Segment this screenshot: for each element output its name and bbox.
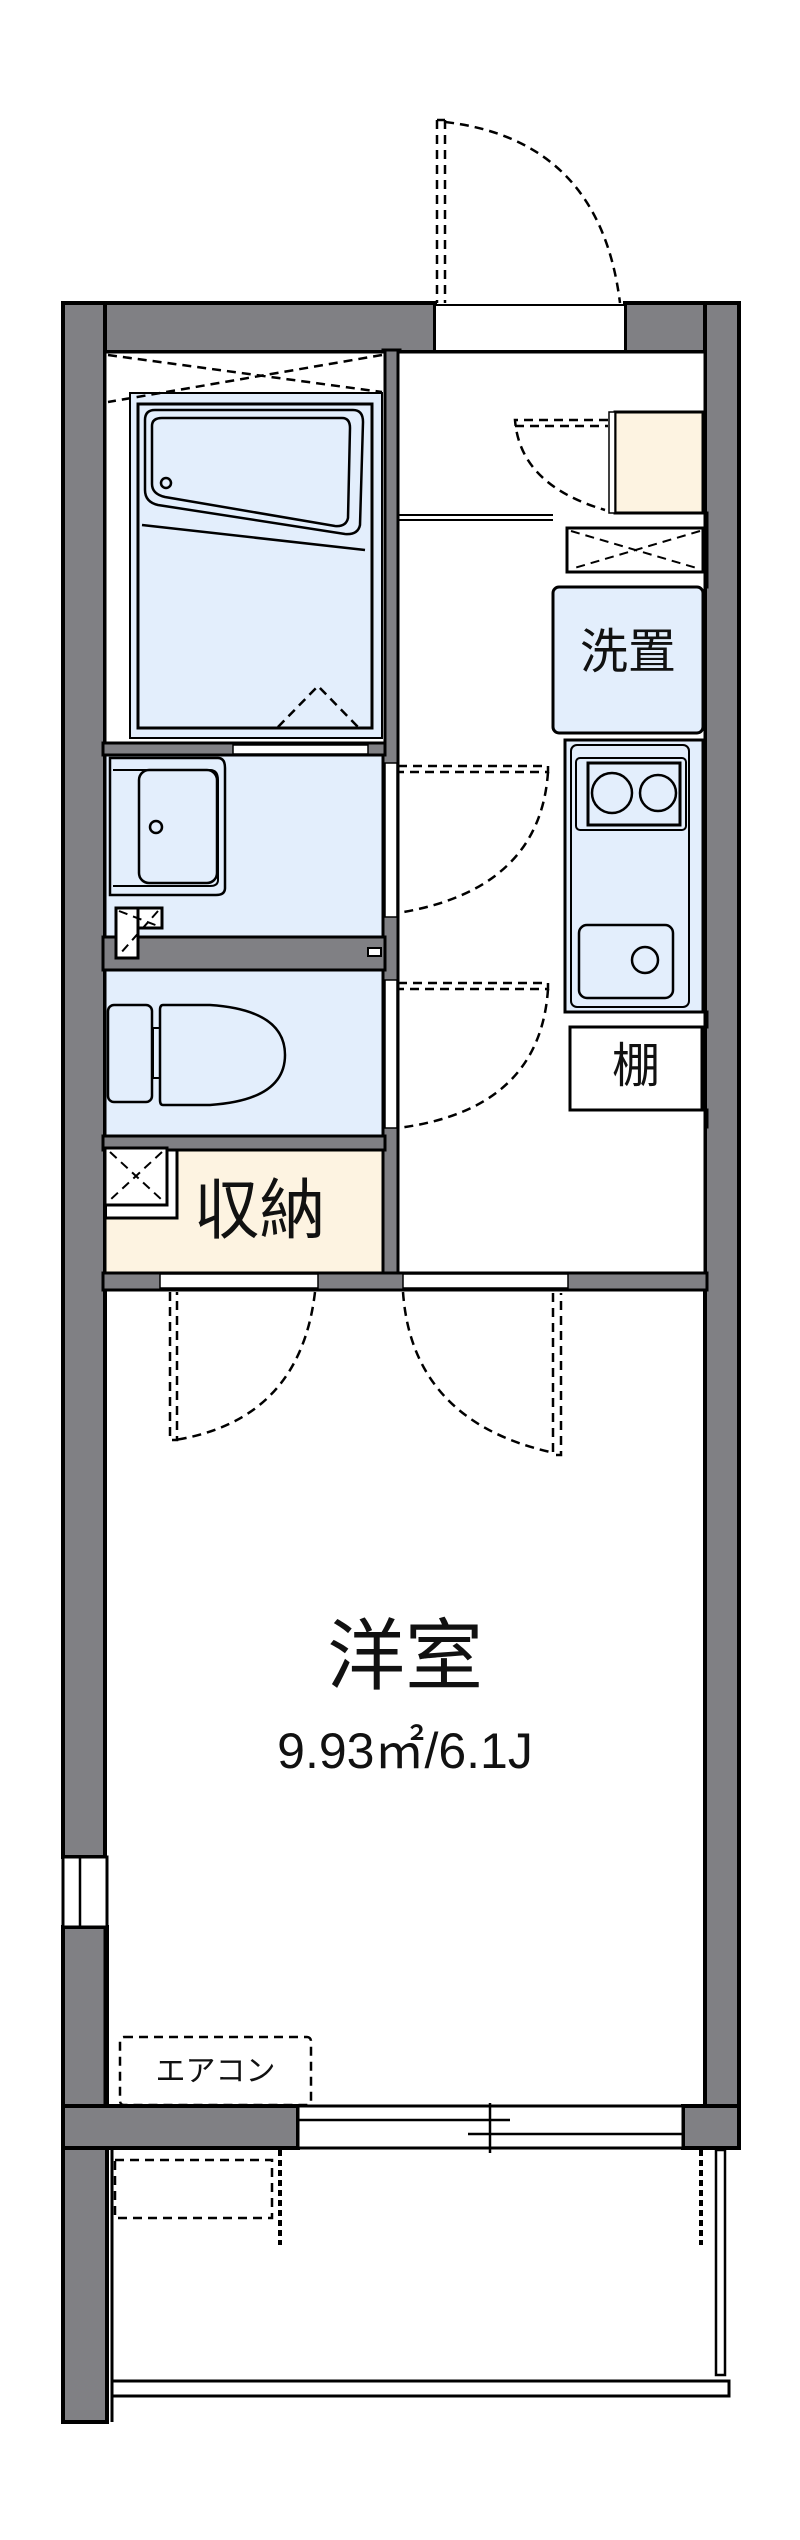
washroom [103, 753, 398, 960]
aircon-label: エアコン [155, 2054, 276, 2089]
bath-door-opening [232, 744, 369, 755]
burner-left [590, 771, 634, 815]
entrance-opening [434, 304, 626, 352]
storage-closet [103, 1146, 385, 1289]
outer-walls [61, 301, 741, 2424]
laundry-space [551, 585, 705, 735]
shoe-cabinet [613, 410, 705, 515]
burner-right [638, 773, 678, 813]
shelf [568, 1025, 704, 1112]
toilet-room [103, 968, 398, 1138]
kitchen-sink [577, 923, 675, 1000]
ceiling-space-mark [107, 353, 383, 404]
laundry-label: 洗置 [579, 624, 676, 680]
door-swings [168, 118, 622, 1457]
room-area: 9.93㎡/6.1J [277, 1723, 533, 1779]
kitchen-counter [563, 738, 705, 1014]
side-window [61, 1855, 109, 1929]
pipe-space-3 [565, 526, 705, 574]
balcony-window [296, 2103, 685, 2153]
shelf-label: 棚 [611, 1038, 660, 1094]
unit-bath [103, 350, 387, 745]
aircon-box [118, 2035, 313, 2107]
balcony [110, 2148, 731, 2422]
stove [575, 757, 687, 831]
room-name: 洋室 [326, 1612, 483, 1702]
storage-label: 収納 [193, 1172, 326, 1249]
